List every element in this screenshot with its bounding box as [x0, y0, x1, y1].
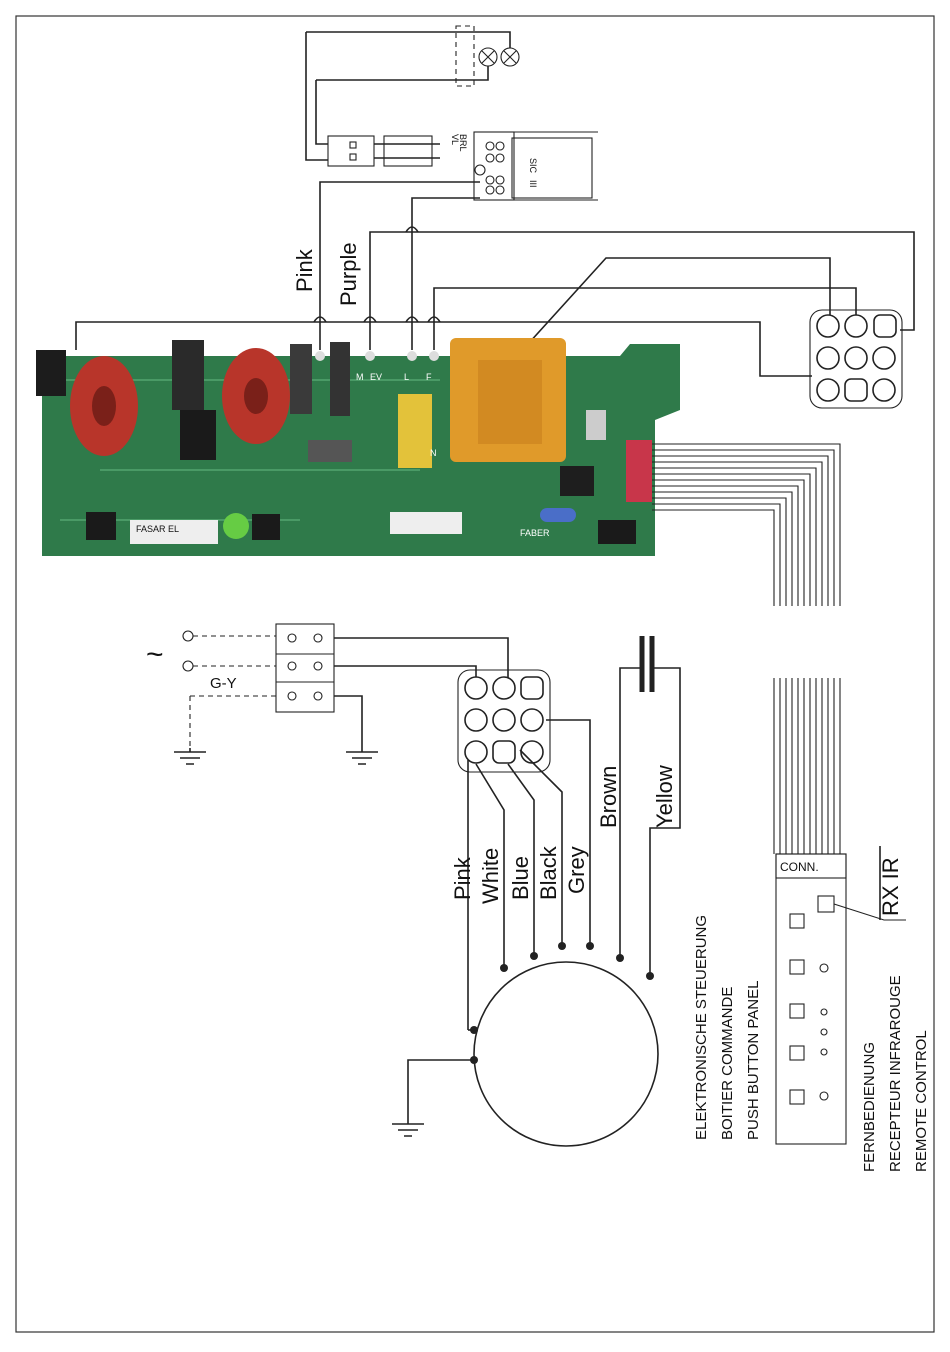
led-indicator	[821, 1029, 827, 1035]
caption-line: FERNBEDIENUNG	[861, 1042, 878, 1172]
nine-pin-connector-top	[810, 310, 902, 408]
ir-receiver-icon	[818, 896, 834, 912]
board-marking: III	[528, 180, 538, 188]
panel-button	[790, 960, 804, 974]
board-marking: BRL	[458, 134, 468, 152]
rx-ir-label: RX IR	[878, 857, 903, 916]
terminal-n: N	[430, 448, 437, 458]
terminal-ev: EV	[370, 372, 382, 382]
motor	[468, 942, 658, 1146]
nine-pin-connector-bottom	[458, 670, 550, 772]
ground-icon	[334, 696, 378, 764]
connector-label: CONN.	[780, 860, 819, 874]
ground-icon	[174, 748, 206, 764]
led-indicator	[820, 1092, 828, 1100]
wire-label-pink: Pink	[450, 856, 475, 900]
terminal-f: F	[426, 372, 432, 382]
supply-terminal-block: ~ G-Y	[146, 624, 334, 748]
caption-remote-control: FERNBEDIENUNG RECEPTEUR INFRAROUGE REMOT…	[861, 975, 930, 1172]
led-indicator	[821, 1049, 827, 1055]
panel-button	[790, 914, 804, 928]
led-indicator	[820, 964, 828, 972]
pcb-model: FASAR EL	[136, 524, 179, 534]
page-border	[16, 16, 934, 1332]
wire-label-yellow: Yellow	[652, 765, 677, 828]
terminal-l: L	[404, 372, 409, 382]
wire-label-white: White	[478, 848, 503, 904]
pcb-brand: FABER	[520, 528, 550, 538]
lamp-circuit: SIC III VL BRL	[306, 26, 598, 200]
ribbon-connector	[626, 440, 652, 502]
terminal-m: M	[356, 372, 364, 382]
ground-icon	[392, 1060, 474, 1136]
run-capacitor	[642, 636, 652, 692]
wire-label-purple: Purple	[336, 242, 361, 306]
caption-line: RECEPTEUR INFRAROUGE	[887, 975, 904, 1172]
motor-winding	[474, 962, 658, 1146]
capacitor	[398, 394, 432, 468]
panel-button	[790, 1004, 804, 1018]
socket-connector	[384, 136, 432, 166]
control-pcb: FASAR EL FABER M EV L F N	[36, 338, 680, 556]
lamp-bracket	[456, 26, 474, 86]
panel-button	[790, 1090, 804, 1104]
panel-button	[790, 1046, 804, 1060]
wire-label-pink: Pink	[292, 248, 317, 292]
wire-label-brown: Brown	[596, 766, 621, 828]
caption-line: ELEKTRONISCHE STEUERUNG	[693, 915, 710, 1140]
wire-label-grey: Grey	[564, 846, 589, 894]
caption-line: REMOTE CONTROL	[913, 1030, 930, 1172]
plug-connector	[328, 136, 374, 166]
ac-symbol: ~	[146, 638, 164, 671]
caption-line: BOITIER COMMANDE	[719, 987, 736, 1140]
earth-label: G-Y	[210, 675, 237, 692]
caption-push-button-panel: ELEKTRONISCHE STEUERUNG BOITIER COMMANDE…	[693, 915, 762, 1140]
wire-label-black: Black	[536, 845, 561, 900]
led-indicator	[821, 1009, 827, 1015]
caption-line: PUSH BUTTON PANEL	[745, 981, 762, 1140]
board-marking: SIC	[528, 158, 538, 174]
wire-label-blue: Blue	[508, 856, 533, 900]
